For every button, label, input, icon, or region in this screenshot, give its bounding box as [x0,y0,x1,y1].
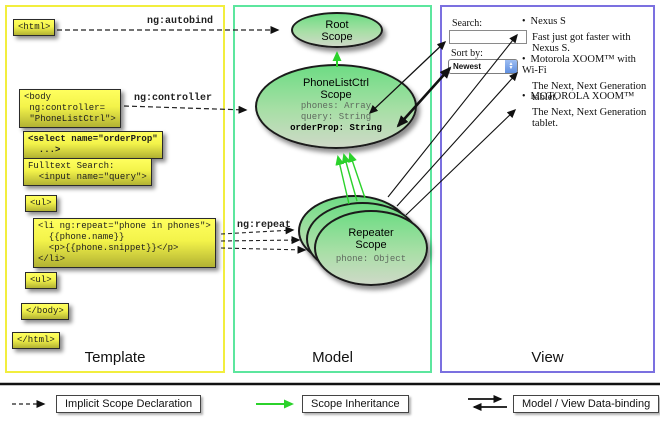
scope-prop-phones: phones: Array [300,101,372,111]
phone-list-item: Nexus S Fast just got faster with Nexus … [522,16,652,54]
phone-item-title: MOTOROLA XOOM™ [522,91,652,102]
phonelistctrl-scope-ellipse: PhoneListCtrl Scope phones: Array query:… [255,64,417,149]
code-html-close: </html> [12,332,60,349]
code-html-open: <html> [13,19,56,36]
ng-controller-label: ng:controller [134,93,213,104]
phone-item-desc: Fast just got faster with Nexus S. [532,32,631,54]
ng-repeat-label: ng:repeat [237,220,292,231]
repeater-scope-front-ellipse: Repeater Scope phone: Object [314,210,428,286]
model-column: Model [233,5,432,373]
phone-item-title: Motorola XOOM™ with Wi-Fi [522,54,652,76]
search-label: Search: [452,18,482,29]
code-body-close: </body> [21,303,69,320]
code-ul-close: <ul> [25,272,57,289]
sort-by-label: Sort by: [451,48,483,59]
phonelistctrl-scope-title: PhoneListCtrl Scope [302,77,370,101]
root-scope-title: Root Scope [321,19,353,43]
sort-dropdown-value: Newest [453,62,482,71]
sort-dropdown[interactable]: Newest ▲▼ [448,59,518,74]
search-input[interactable] [449,30,527,44]
model-column-label: Model [312,349,353,366]
code-ul-open: <ul> [25,195,57,212]
view-column-label: View [531,349,564,366]
code-fulltext: Fulltext Search: <input name="query"> [23,158,152,186]
phone-item-title: Nexus S [522,16,652,27]
dropdown-stepper-icon: ▲▼ [505,60,517,73]
legend-databinding: Model / View Data-binding [513,395,660,413]
legend-scope-inheritance: Scope Inheritance [302,395,409,413]
code-body-open: <body ng:controller= "PhoneListCtrl"> [19,89,121,128]
template-column-label: Template [84,349,146,366]
ng-autobind-label: ng:autobind [147,16,214,27]
phone-item-desc: The Next, Next Generation tablet. [532,107,647,129]
scope-prop-orderprop: orderProp: String [290,123,382,133]
code-li-repeat: <li ng:repeat="phone in phones"> {{phone… [33,218,216,268]
root-scope-ellipse: Root Scope [291,12,383,48]
legend-implicit-scope: Implicit Scope Declaration [56,395,202,413]
code-select: <select name="orderProp" ...> [23,131,163,159]
repeater-scope-title: Repeater Scope [348,227,394,251]
phone-list-item: MOTOROLA XOOM™ The Next, Next Generation… [522,91,652,129]
scope-prop-phone: phone: Object [335,254,407,264]
scope-prop-query: query: String [300,112,372,122]
